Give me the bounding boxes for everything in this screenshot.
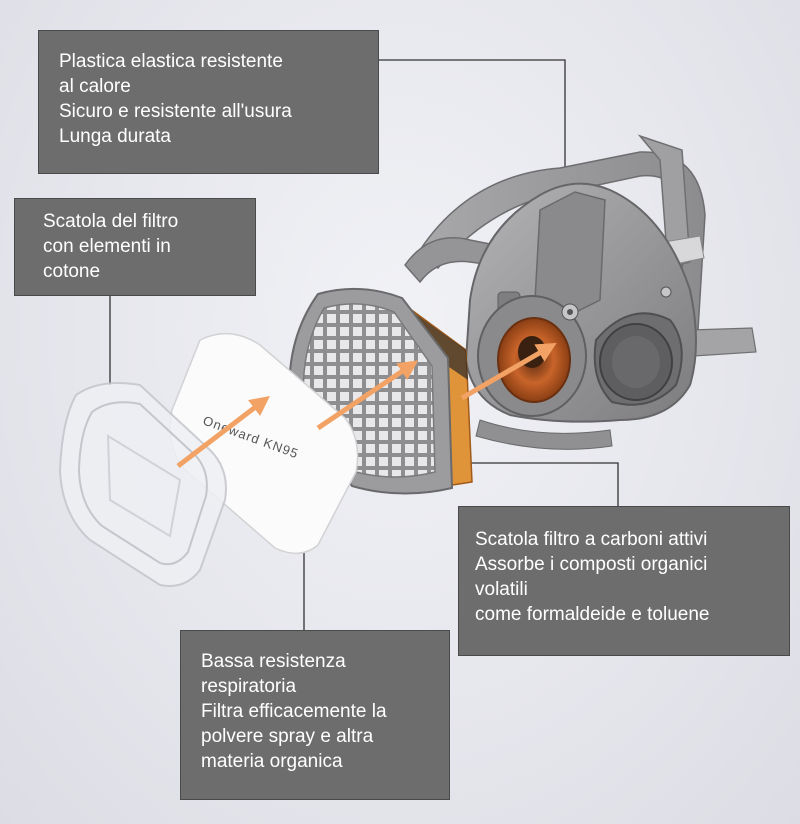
assembly-arrows [176, 342, 557, 468]
callout-cotton-filter-box: Scatola del filtro con elementi in coton… [14, 198, 256, 296]
callout-line: respiratoria [201, 676, 297, 697]
callout-line: Scatola filtro a carboni attivi [475, 529, 708, 550]
line-carbon [470, 462, 619, 506]
callout-line: Lunga durata [59, 126, 171, 147]
line-mask [379, 59, 566, 168]
callout-line: volatili [475, 579, 528, 600]
callout-line: Filtra efficacemente la [201, 701, 387, 722]
callout-line: Sicuro e resistente all'usura [59, 101, 292, 122]
callout-line: materia organica [201, 751, 343, 772]
half-mask-body [464, 182, 697, 450]
callout-line: al calore [59, 76, 131, 97]
callout-carbon-filter-box: Scatola filtro a carboni attivi Assorbe … [458, 506, 790, 656]
callout-line: Plastica elastica resistente [59, 51, 283, 72]
callout-line: come formaldeide e toluene [475, 604, 710, 625]
callout-mask-body: Plastica elastica resistente al calore S… [38, 30, 379, 174]
arrow-1 [176, 395, 270, 468]
callout-cotton-pad: Bassa resistenza respiratoria Filtra eff… [180, 630, 450, 800]
arrow-2 [316, 360, 419, 431]
callout-line: cotone [43, 261, 101, 282]
transparent-cover [58, 382, 227, 587]
callout-line: con elementi in [43, 236, 171, 257]
callout-line: Bassa resistenza [201, 651, 346, 672]
callout-line: Scatola del filtro [43, 211, 179, 232]
callout-line: Assorbe i composti organici [475, 554, 708, 575]
callout-lines [109, 59, 619, 630]
arrow-3 [460, 342, 557, 401]
callout-line: polvere spray e altra [201, 726, 374, 747]
